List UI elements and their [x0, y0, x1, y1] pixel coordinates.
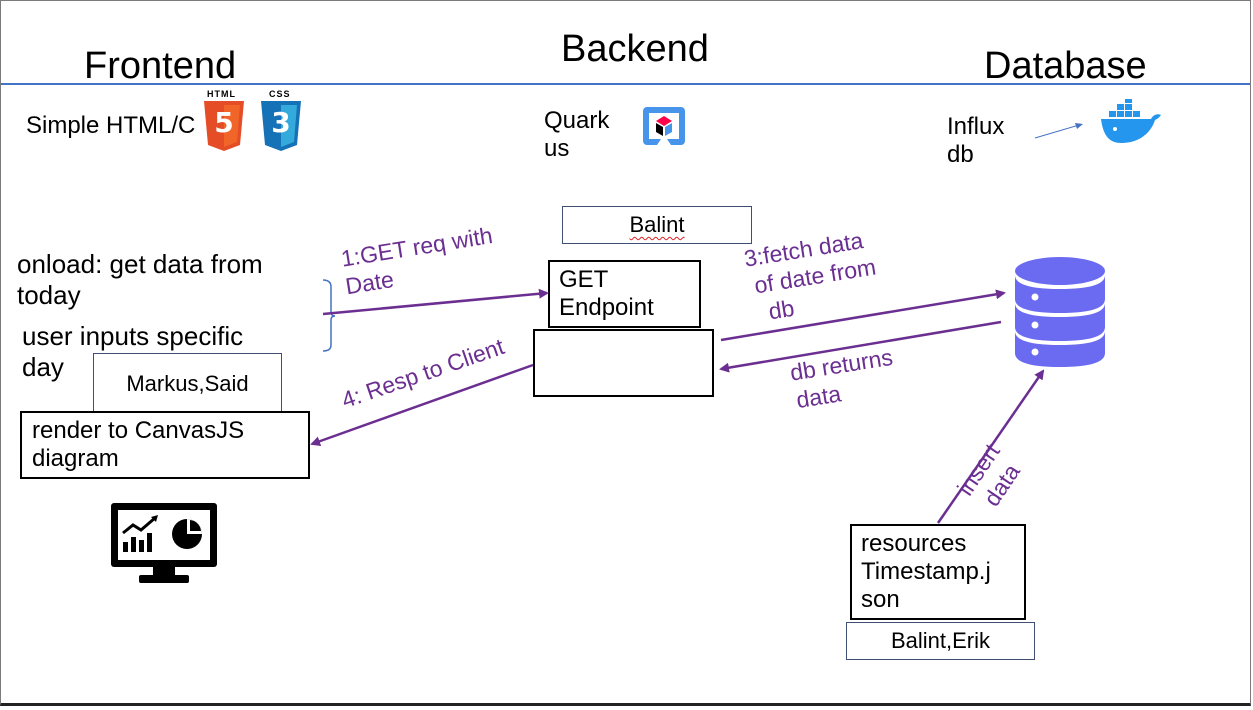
html-number: 5 [214, 106, 234, 139]
resource-text-3: son [861, 586, 900, 613]
database-icon [1015, 257, 1105, 367]
resource-owners-text: Balint,Erik [890, 628, 991, 653]
backend-owner-label: Balint [562, 206, 752, 244]
user-input-text-1: user inputs specific [22, 321, 244, 351]
database-tech-label-1: Influx [947, 113, 1005, 140]
pointer-arrow-icon [1034, 123, 1083, 139]
html-badge-text: HTML [207, 89, 236, 99]
resource-text-1: resources [861, 530, 967, 557]
get-endpoint-box: GET Endpoint [548, 260, 701, 328]
css-number: 3 [271, 106, 291, 139]
resource-file-box: resources Timestamp.j son [850, 524, 1026, 620]
render-text-2: diagram [32, 445, 119, 472]
header-divider [1, 83, 1250, 85]
backend-owner-text: Balint [629, 212, 685, 237]
database-tech-label-2: db [947, 141, 974, 168]
onload-text-2: today [17, 280, 81, 310]
arrow-response [310, 363, 534, 447]
css3-shield-icon [261, 101, 301, 151]
quarkus-icon [643, 107, 685, 145]
database-title: Database [984, 45, 1147, 87]
render-text-1: render to CanvasJS [32, 417, 245, 444]
frontend-owners-label: Markus,Said [93, 353, 282, 413]
html5-icon: HTML 5 [202, 89, 246, 151]
arrow-insert-data [936, 369, 1045, 524]
user-input-text-2: day [22, 352, 64, 382]
onload-text-1: onload: get data from [17, 249, 263, 279]
render-box: render to CanvasJS diagram [20, 411, 310, 479]
arrow-fetch-data [720, 289, 1006, 342]
docker-icon [1101, 99, 1161, 143]
frontend-owners-text: Markus,Said [126, 370, 249, 396]
resource-owners-label: Balint,Erik [846, 622, 1035, 660]
endpoint-text-2: Endpoint [559, 294, 654, 321]
css-badge-text: CSS [269, 89, 291, 99]
analytics-monitor-icon [111, 503, 217, 583]
backend-tech-label-1: Quark [544, 107, 610, 134]
backend-service-box [533, 329, 714, 397]
backend-title: Backend [561, 28, 709, 70]
css3-icon: CSS 3 [259, 89, 303, 151]
frontend-title: Frontend [84, 45, 237, 87]
backend-tech-label-2: us [544, 135, 570, 162]
arrow-get-request [322, 288, 549, 316]
resource-text-2: Timestamp.j [861, 558, 991, 585]
arrow-db-returns [719, 320, 1002, 373]
frontend-tech-label: Simple HTML/C [26, 112, 196, 139]
endpoint-text-1: GET [559, 266, 609, 293]
input-bracket [322, 279, 336, 352]
html5-shield-icon [204, 101, 244, 151]
